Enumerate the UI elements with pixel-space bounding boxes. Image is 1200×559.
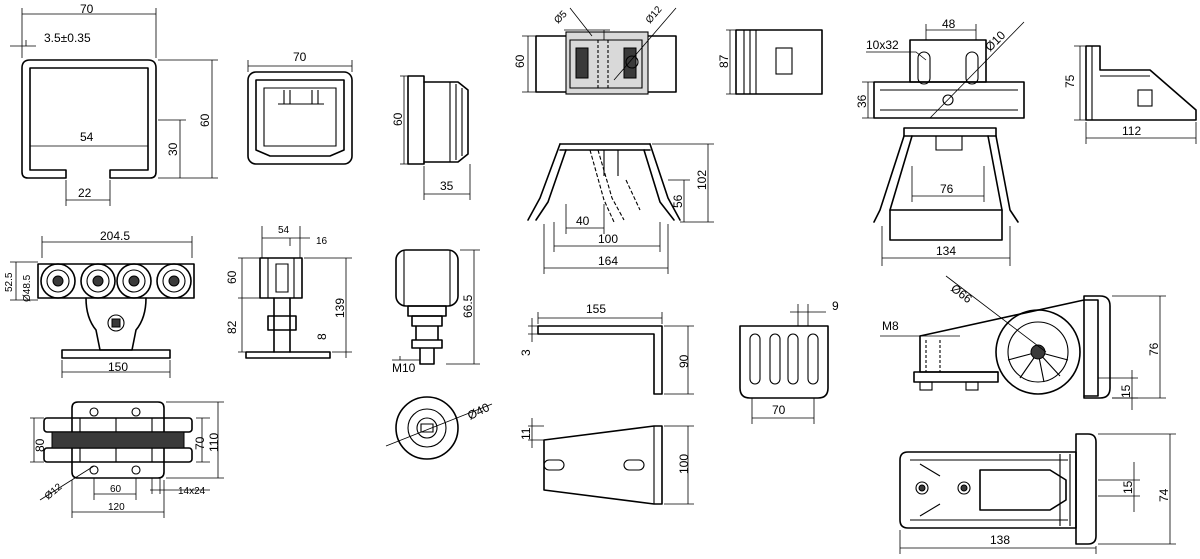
hanger-b-view: 76 134 bbox=[873, 127, 1019, 266]
dim-wheeltop-height: 74 bbox=[1157, 488, 1171, 502]
dim-profile-inner: 54 bbox=[80, 130, 94, 144]
dim-hanger-top-width: 48 bbox=[942, 17, 956, 31]
dim-profile-width: 70 bbox=[80, 2, 94, 16]
hanger-top-view: 48 10x32 Ø10 36 bbox=[855, 17, 1025, 119]
dim-bracketc-h100: 100 bbox=[677, 454, 691, 474]
plate-view: 9 70 bbox=[739, 299, 839, 424]
dim-side75-length: 112 bbox=[1122, 124, 1141, 138]
dim-side-h60: 60 bbox=[225, 270, 239, 284]
carriage-side-view: 54 16 60 82 139 8 bbox=[225, 225, 352, 359]
dim-bracketc-h11: 11 bbox=[519, 427, 533, 440]
dim-hanger-front-inner: 40 bbox=[576, 214, 590, 228]
profile-section: 70 3.5±0.35 54 22 30 60 bbox=[10, 2, 218, 206]
dim-wheel-dia: Ø66 bbox=[948, 281, 975, 306]
dim-top-slot: 14x24 bbox=[178, 486, 206, 497]
dim-wheel-height: 76 bbox=[1147, 342, 1161, 356]
dim-wheel-h15: 15 bbox=[1119, 384, 1133, 398]
bracket-a-view: Ø5 Ø12 60 bbox=[513, 4, 677, 95]
dim-hanger-top-slot: 10x32 bbox=[866, 38, 899, 52]
dim-carriage-base: 150 bbox=[108, 360, 128, 374]
dim-profile-offset: 3.5±0.35 bbox=[44, 31, 91, 45]
dim-top-dia: Ø12 bbox=[43, 481, 65, 502]
dim-hanger-b-width: 76 bbox=[940, 182, 954, 196]
dim-profile-slot: 22 bbox=[78, 186, 92, 200]
dim-profile-height: 60 bbox=[198, 113, 212, 127]
dim-clip-height: 87 bbox=[717, 54, 731, 68]
dim-top-w120: 120 bbox=[108, 502, 125, 513]
dim-plate-thick: 9 bbox=[832, 299, 839, 313]
dim-side-w1: 54 bbox=[278, 225, 290, 236]
bracket-c-view: 11 100 bbox=[519, 418, 694, 505]
dim-profile-side: 30 bbox=[166, 142, 180, 156]
dim-side75-height: 75 bbox=[1063, 74, 1077, 88]
clip-view: 87 bbox=[717, 29, 823, 95]
dim-bracketa-height: 60 bbox=[513, 54, 527, 68]
dim-carriage-length: 204.5 bbox=[100, 229, 130, 243]
dim-wheeltop-h15: 15 bbox=[1121, 480, 1135, 494]
wheel-unit-view: Ø66 M8 76 15 bbox=[880, 275, 1166, 410]
dim-hanger-front-mid: 100 bbox=[598, 232, 618, 246]
dim-wheel-bolt: M8 bbox=[882, 319, 899, 333]
dim-carriage-dia: Ø48.5 bbox=[22, 274, 33, 302]
dim-hanger-top-height: 36 bbox=[855, 94, 869, 108]
dim-side-h139: 139 bbox=[333, 298, 347, 318]
dim-hanger-front-h1: 56 bbox=[671, 194, 685, 208]
dim-endcap-width: 70 bbox=[293, 50, 307, 64]
hanger-front-view: 102 56 40 100 164 bbox=[527, 143, 714, 274]
carriage-top-view: 80 70 110 Ø12 60 14x24 120 bbox=[30, 401, 224, 518]
dim-carriage-h1: 52.5 bbox=[4, 272, 15, 292]
dim-bracketa-dia-small: Ø5 bbox=[552, 9, 570, 27]
carriage-front-view: 204.5 52.5 Ø48.5 150 bbox=[4, 229, 195, 378]
dim-angle-length: 155 bbox=[586, 302, 606, 316]
dim-hanger-b-overall: 134 bbox=[936, 244, 956, 258]
dim-hanger-front-overall: 164 bbox=[598, 254, 618, 268]
dim-plug-height: 60 bbox=[391, 112, 405, 126]
dim-side-h8: 8 bbox=[315, 333, 329, 340]
dim-angle-height: 90 bbox=[677, 354, 691, 368]
wheel-top-view: 15 74 138 bbox=[899, 433, 1176, 554]
plug-view: 60 35 bbox=[391, 75, 471, 200]
dim-top-w60: 60 bbox=[110, 484, 122, 495]
dim-hanger-front-h2: 102 bbox=[695, 170, 709, 190]
angle-view: 155 3 90 bbox=[519, 302, 694, 395]
dim-roller-dia: Ø40 bbox=[465, 400, 492, 423]
dim-bracketa-dia-large: Ø12 bbox=[644, 4, 665, 26]
dim-wheeltop-length: 138 bbox=[990, 533, 1010, 547]
dim-top-h80: 80 bbox=[33, 438, 47, 452]
dim-top-h110: 110 bbox=[207, 433, 221, 452]
dim-side-w2: 16 bbox=[316, 236, 328, 247]
roller-view: M10 66.5 Ø40 bbox=[385, 249, 493, 460]
dim-top-h70: 70 bbox=[193, 436, 207, 450]
side-75-view: 75 112 bbox=[1063, 45, 1197, 144]
dim-roller-height: 66.5 bbox=[461, 294, 475, 318]
dim-roller-thread: M10 bbox=[392, 361, 416, 375]
dim-plug-depth: 35 bbox=[440, 179, 454, 193]
dim-side-h82: 82 bbox=[225, 320, 239, 334]
endcap-view: 70 bbox=[247, 50, 353, 165]
dim-plate-width: 70 bbox=[772, 403, 786, 417]
dim-angle-thick: 3 bbox=[519, 349, 533, 356]
